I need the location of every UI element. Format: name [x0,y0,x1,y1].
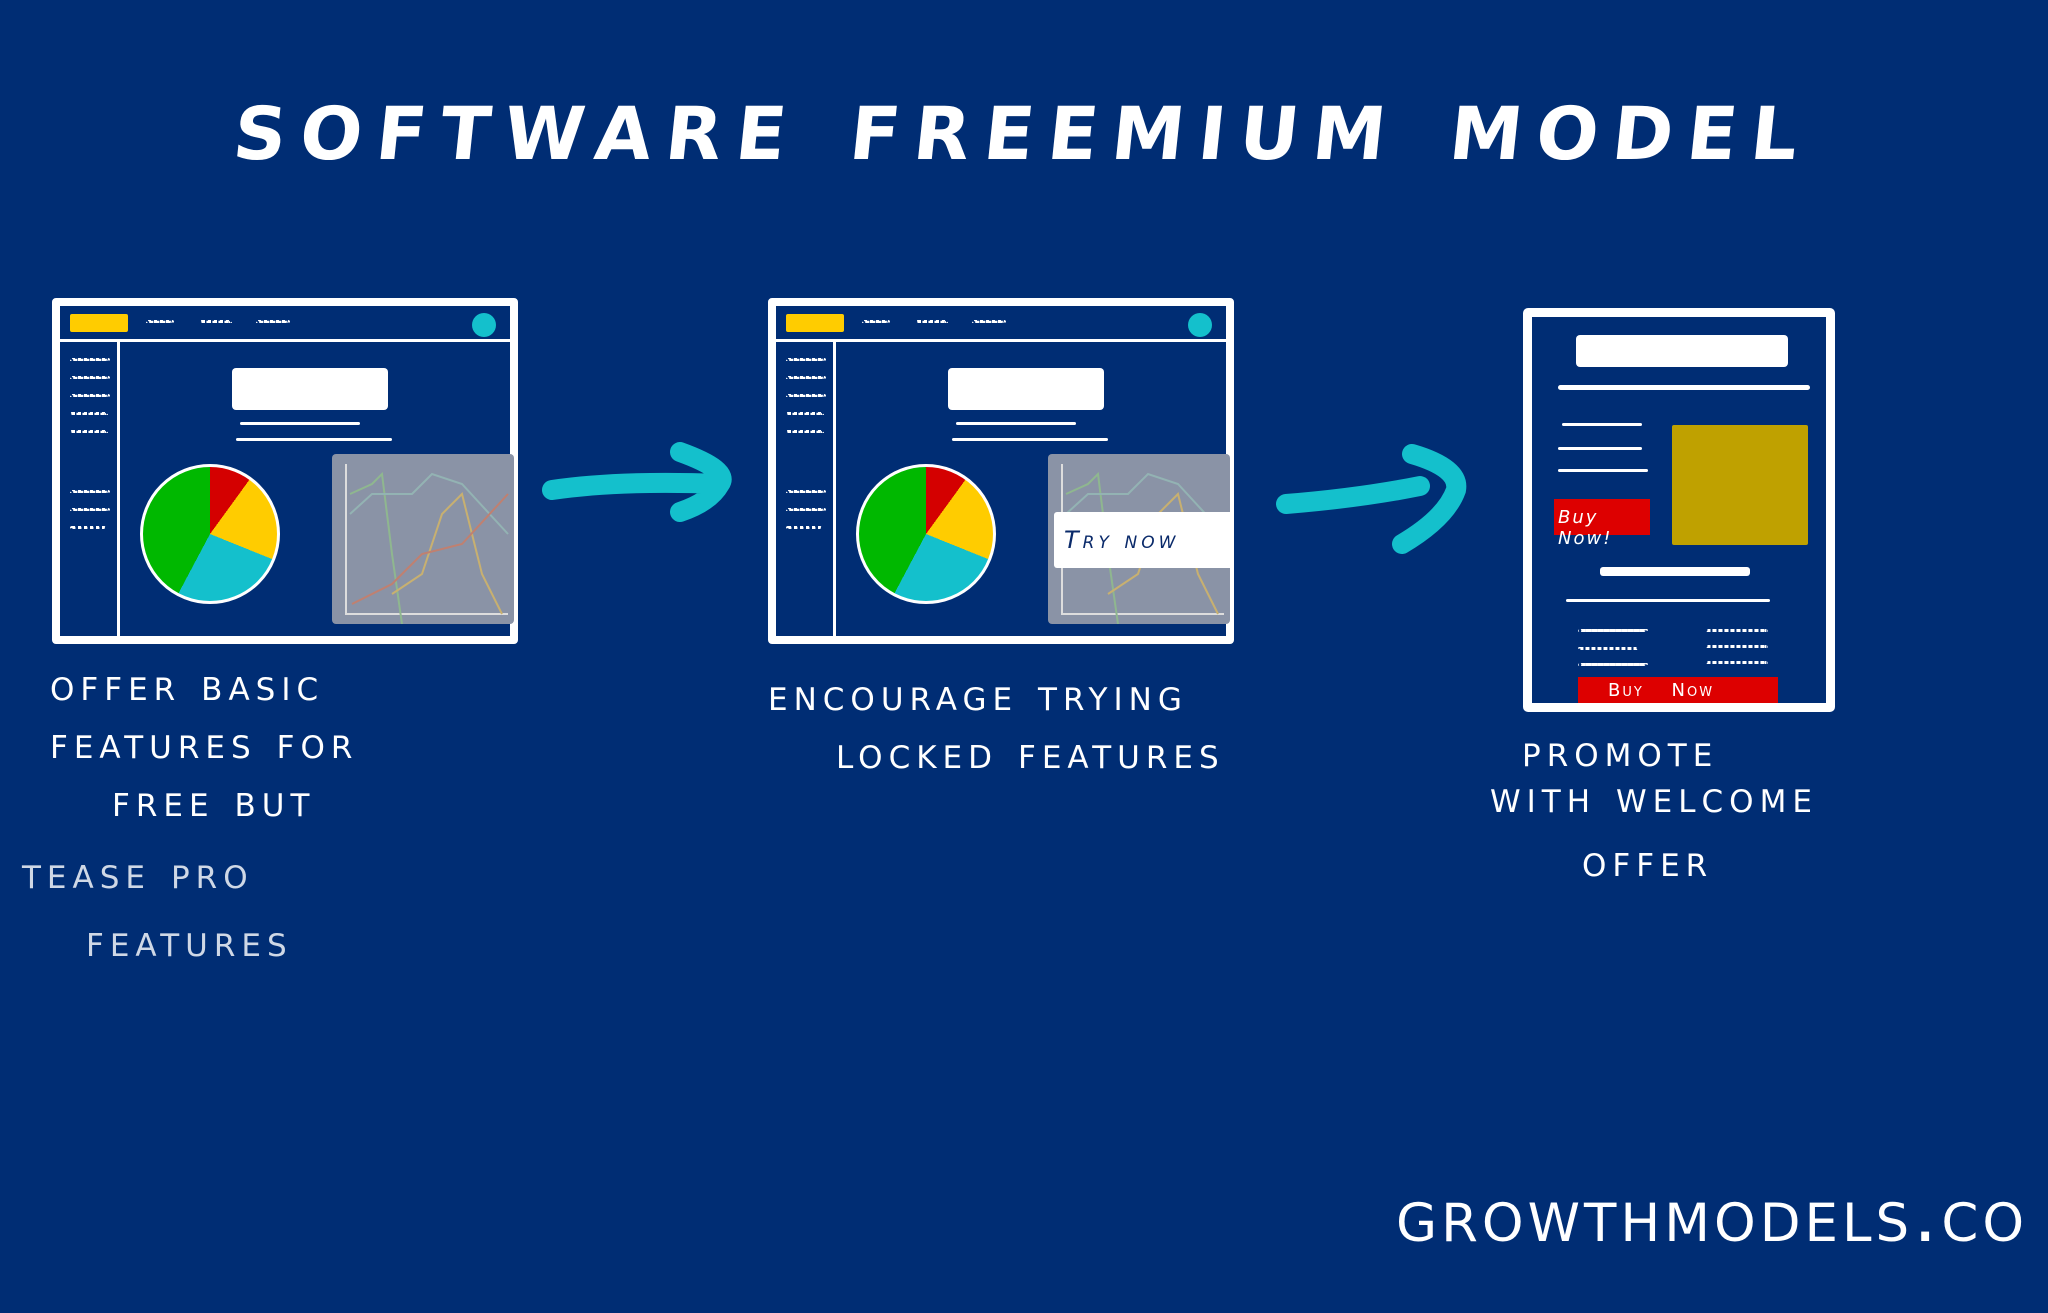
buy-now-button-top[interactable]: Buy Now! [1554,499,1650,549]
step2-caption-line: locked features [836,728,1225,779]
menu-squiggle [146,320,174,324]
menu-squiggle [200,320,232,324]
promo-page-mockup: Buy Now! Buy Now [1523,308,1835,712]
avatar-icon [1188,313,1212,337]
step1-caption-line: features for [50,718,359,769]
pie-chart [856,464,996,604]
mockup-sidebar [776,342,836,636]
step1-caption-extra: features [86,916,293,967]
logo-tab [786,314,844,332]
buy-now-button-bottom[interactable]: Buy Now [1578,677,1778,703]
product-image [1672,425,1808,545]
mockup-topbar [60,306,510,342]
step1-caption-line: Offer basic [50,660,325,711]
diagram-title: Software Freemium Model [228,62,1820,184]
step2-caption-line: Encourage trying [768,670,1188,721]
app-mockup-trial: Try now [768,298,1234,644]
try-now-button[interactable]: Try now [1054,512,1234,568]
arrow-right-icon [1276,444,1467,554]
heading-block [1576,335,1788,367]
step3-caption-line: offer [1582,836,1714,887]
mockup-sidebar [60,342,120,636]
step1-caption-line: free but [112,776,316,827]
step1-caption-extra: Tease pro [22,848,254,899]
heading-block [232,368,388,410]
pie-chart [140,464,280,604]
avatar-icon [472,313,496,337]
heading-block [948,368,1104,410]
logo-tab [70,314,128,332]
step3-caption-line: Promote [1522,726,1719,777]
app-mockup-basic [52,298,518,644]
arrow-right-icon [542,442,732,522]
step3-caption-line: with welcome [1490,772,1818,823]
mockup-topbar [776,306,1226,342]
footer-brand[interactable]: Growthmodels.co [1396,1170,2029,1259]
locked-line-chart [332,454,514,625]
menu-squiggle [256,320,290,324]
